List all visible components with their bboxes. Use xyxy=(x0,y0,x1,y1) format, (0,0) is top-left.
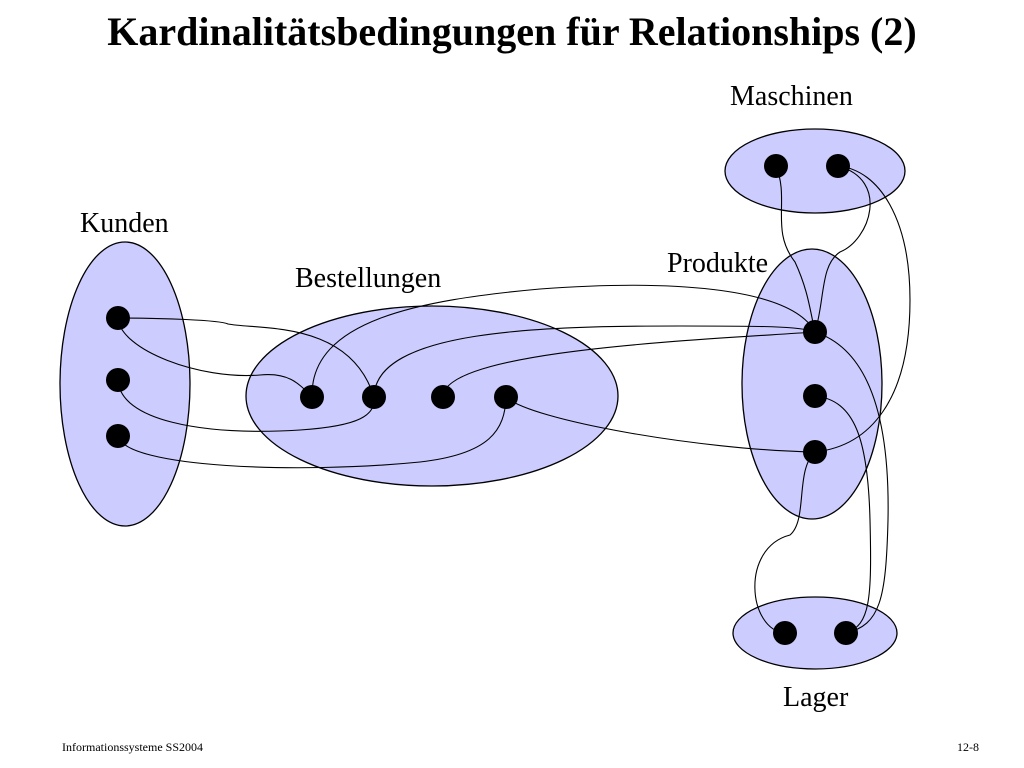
edge-maschine2-produkt3 xyxy=(814,165,911,453)
edge-bestellung2-produkt1 xyxy=(373,325,816,398)
lager-entities xyxy=(773,621,858,645)
kunden-entities xyxy=(106,306,130,448)
bestellung-entity-1 xyxy=(300,385,324,409)
produkt-entity-2 xyxy=(803,384,827,408)
bestellungen-entities xyxy=(300,385,518,409)
edge-bestellung3-produkt1 xyxy=(442,331,816,398)
lager-entity-2 xyxy=(834,621,858,645)
produkte-label: Produkte xyxy=(667,248,768,279)
maschinen-set xyxy=(724,128,906,214)
bestellung-entity-3 xyxy=(431,385,455,409)
edge-bestellung4-produkt3 xyxy=(505,396,816,453)
lager-entity-1 xyxy=(773,621,797,645)
lager-set xyxy=(732,596,898,670)
kunde-entity-2 xyxy=(106,368,130,392)
edge-kunde1-bestellung1 xyxy=(117,317,313,398)
bestellungen-label: Bestellungen xyxy=(295,263,441,294)
kunden-label: Kunden xyxy=(80,208,169,239)
edge-kunde2-bestellung2 xyxy=(117,379,375,432)
edge-produkt1-lager2 xyxy=(814,331,889,634)
kunde-entity-1 xyxy=(106,306,130,330)
maschinen-label: Maschinen xyxy=(730,81,853,112)
produkte-entities xyxy=(803,320,827,464)
edge-kunde3-bestellung4 xyxy=(117,396,507,469)
edge-maschine2-produkt1 xyxy=(814,165,871,333)
produkte-set xyxy=(741,248,883,520)
edge-produkt2-lager2 xyxy=(814,395,872,634)
bestellung-entity-4 xyxy=(494,385,518,409)
lager-label: Lager xyxy=(783,682,849,713)
produkt-entity-1 xyxy=(803,320,827,344)
footer-page-number: 12-8 xyxy=(957,740,979,754)
kunde-entity-3 xyxy=(106,424,130,448)
bestellung-entity-2 xyxy=(362,385,386,409)
edge-produkt3-lager1 xyxy=(754,451,816,634)
maschinen-entities xyxy=(764,154,850,178)
slide-title: Kardinalitätsbedingungen für Relationshi… xyxy=(107,9,917,54)
edge-kunde1-bestellung2 xyxy=(117,317,375,398)
maschine-entity-2 xyxy=(826,154,850,178)
edge-bestellung1-produkt1 xyxy=(311,284,816,398)
relationship-edges xyxy=(117,165,911,634)
produkt-entity-3 xyxy=(803,440,827,464)
footer-course: Informationssysteme SS2004 xyxy=(62,740,203,754)
edge-maschine1-produkt1 xyxy=(775,165,816,333)
maschine-entity-1 xyxy=(764,154,788,178)
